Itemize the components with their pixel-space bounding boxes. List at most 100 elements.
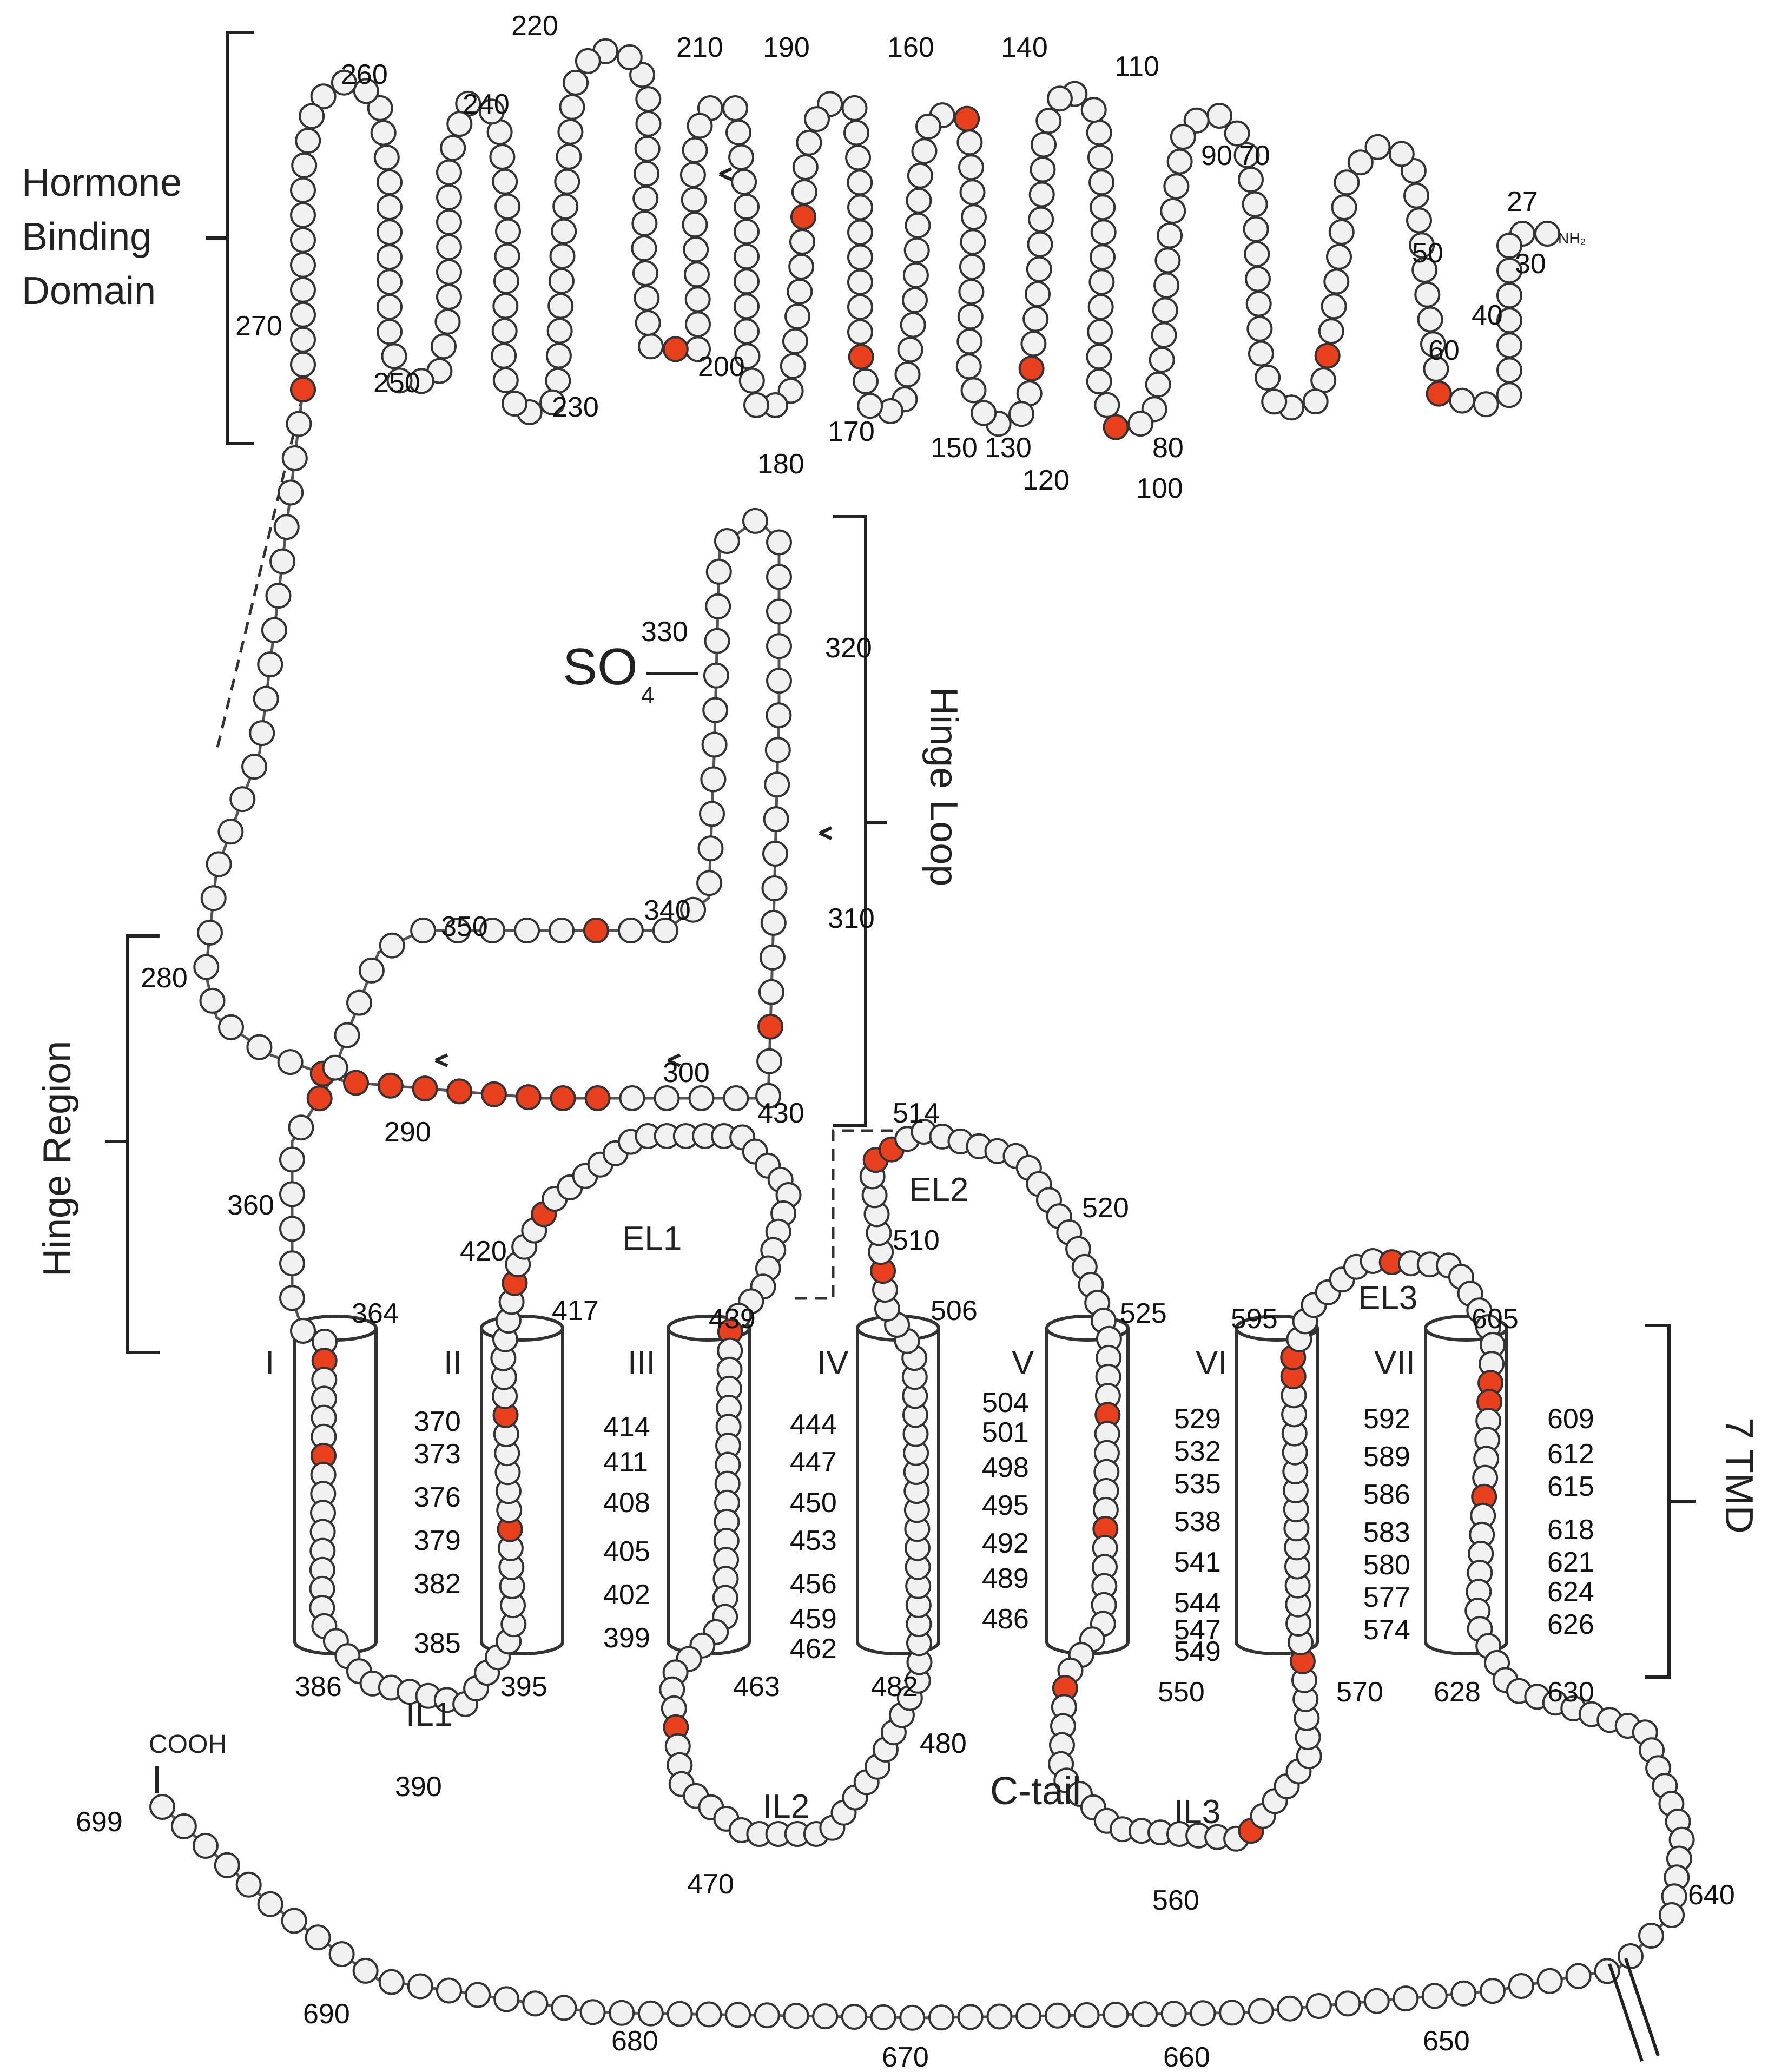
residue-ecd-72 xyxy=(1088,169,1115,196)
residue-ecd-100 xyxy=(961,204,987,230)
residue-ecd-192 xyxy=(551,218,577,245)
sulfate-label: SO xyxy=(563,638,638,696)
position-label-tm: 577 xyxy=(1363,1582,1410,1613)
residue-ecd-242 xyxy=(299,103,325,129)
residue-ecd-44 xyxy=(1238,167,1264,193)
position-label-tm: 447 xyxy=(790,1447,837,1478)
position-label-tm: 504 xyxy=(982,1387,1029,1418)
position-label-ecd: 110 xyxy=(1114,51,1159,82)
residue-hinge_loop-4 xyxy=(273,514,300,540)
residue-ecd-87 xyxy=(1020,331,1047,357)
residue-hinge_loop-34 xyxy=(723,1085,749,1111)
residue-ecd-172 xyxy=(635,310,661,336)
position-label-tm: 379 xyxy=(414,1525,461,1556)
position-label-tm: 609 xyxy=(1547,1403,1594,1435)
residue-ecd-68 xyxy=(1088,269,1115,295)
position-label-hinge: 360 xyxy=(227,1190,274,1221)
el3-label: EL3 xyxy=(1358,1279,1417,1317)
residue-hinge_loop-62 xyxy=(697,835,724,862)
residue-ecd-25 xyxy=(1331,194,1357,221)
residue-ecd-183 xyxy=(616,44,643,70)
residue-ecd-190 xyxy=(554,168,580,195)
residue-ecd-80 xyxy=(1030,156,1056,183)
position-label-tm: 370 xyxy=(414,1406,461,1437)
residue-hinge_loop-45 xyxy=(764,737,791,763)
residue-hinge_loop-33 xyxy=(688,1085,715,1111)
position-label-ctail: 660 xyxy=(1163,2042,1210,2072)
residue-ecd-59 xyxy=(1145,371,1171,398)
position-label-ecd: 50 xyxy=(1412,237,1443,269)
position-label-tm: 408 xyxy=(603,1487,650,1519)
glycosylation-site-icon-3 xyxy=(667,1053,681,1067)
residue-hinge_loop-64 xyxy=(680,896,707,923)
residue-ecd-23 xyxy=(1347,149,1374,176)
residue-hinge_loop-81 xyxy=(279,1181,305,1207)
residue-ecd-194 xyxy=(548,268,575,294)
residue-ecd-150 xyxy=(734,293,760,320)
residue-ecd-17 xyxy=(1409,232,1435,259)
residue-ecd-85 xyxy=(1025,281,1051,307)
residue-hinge_loop-9 xyxy=(253,685,279,712)
residue-ecd-156 xyxy=(728,144,755,170)
residue-ecd-110 xyxy=(905,212,931,239)
residue-ecd-70 xyxy=(1090,219,1117,246)
residue-ctail-41 xyxy=(493,1986,520,2012)
glycosylation-site-icon-1 xyxy=(819,826,833,840)
residue-hinge_loop-7 xyxy=(261,617,287,643)
residue-ecd-155 xyxy=(731,169,757,195)
mutant-residue-hinge_loop-23 xyxy=(343,1070,369,1096)
residue-ecd-208 xyxy=(495,218,521,245)
residue-hinge_loop-10 xyxy=(249,720,275,747)
residue-ctail-46 xyxy=(352,1957,379,1984)
residue-hinge_loop-80 xyxy=(279,1146,305,1173)
helix-label-2: II xyxy=(444,1344,462,1382)
position-label-tm: 482 xyxy=(871,1671,918,1703)
residue-ctail-27 xyxy=(899,2004,926,2031)
hormone-binding-label-1: Hormone xyxy=(22,161,182,204)
residue-ecd-186 xyxy=(563,69,589,96)
residue-hinge_loop-52 xyxy=(742,507,768,534)
residue-ecd-50 xyxy=(1166,148,1193,175)
residue-hinge_loop-73 xyxy=(379,932,405,959)
residue-ecd-40 xyxy=(1245,266,1271,292)
residue-hinge_loop-63 xyxy=(696,870,723,896)
hinge-loop-label: Hinge Loop xyxy=(922,687,965,886)
residue-ctail-31 xyxy=(783,2003,809,2029)
residue-ecd-81 xyxy=(1028,181,1055,208)
position-label-tm: 486 xyxy=(982,1604,1029,1635)
residue-ctail-24 xyxy=(986,2003,1013,2030)
residue-ecd-151 xyxy=(734,268,760,295)
position-label-tm: 390 xyxy=(395,1771,442,1803)
position-label-ecd: 250 xyxy=(373,367,420,399)
residue-hinge_loop-42 xyxy=(762,841,788,867)
mutant-residue-hinge_loop-27 xyxy=(481,1081,507,1107)
residue-ecd-243 xyxy=(295,128,321,154)
residue-ctail-18 xyxy=(1160,2001,1187,2027)
position-label-tm: 580 xyxy=(1363,1549,1410,1581)
position-label-tm: 462 xyxy=(790,1633,837,1665)
residue-ecd-204 xyxy=(491,318,518,344)
residue-ecd-228 xyxy=(381,343,407,369)
residue-ecd-152 xyxy=(734,243,760,270)
residue-position-labels: 2730405060708090100110120130140150160170… xyxy=(76,10,1735,2072)
residue-ecd-249 xyxy=(290,276,316,303)
residue-ecd-58 xyxy=(1149,347,1175,373)
position-label-ctail: 699 xyxy=(76,1806,123,1838)
hinge-region-label: Hinge Region xyxy=(36,1041,79,1277)
residue-ecd-43 xyxy=(1242,191,1268,217)
residue-ctail-5 xyxy=(1536,1968,1563,1994)
residue-ecd-22 xyxy=(1364,134,1391,160)
mutant-residue-hinge_loop-25 xyxy=(412,1075,438,1102)
residue-ecd-199 xyxy=(539,389,566,415)
residue-ecd-28 xyxy=(1323,268,1350,295)
position-label-hinge: 280 xyxy=(141,962,188,994)
residue-ecd-193 xyxy=(549,243,576,269)
residue-ecd-123 xyxy=(847,294,873,320)
residue-ctail-49 xyxy=(281,1908,307,1934)
position-label-tm: 470 xyxy=(687,1869,734,1900)
residue-ecd-205 xyxy=(492,293,519,319)
position-label-ecd: 130 xyxy=(985,432,1032,464)
residue-hinge_loop-57 xyxy=(703,662,729,689)
position-label-ecd: 80 xyxy=(1152,432,1184,464)
